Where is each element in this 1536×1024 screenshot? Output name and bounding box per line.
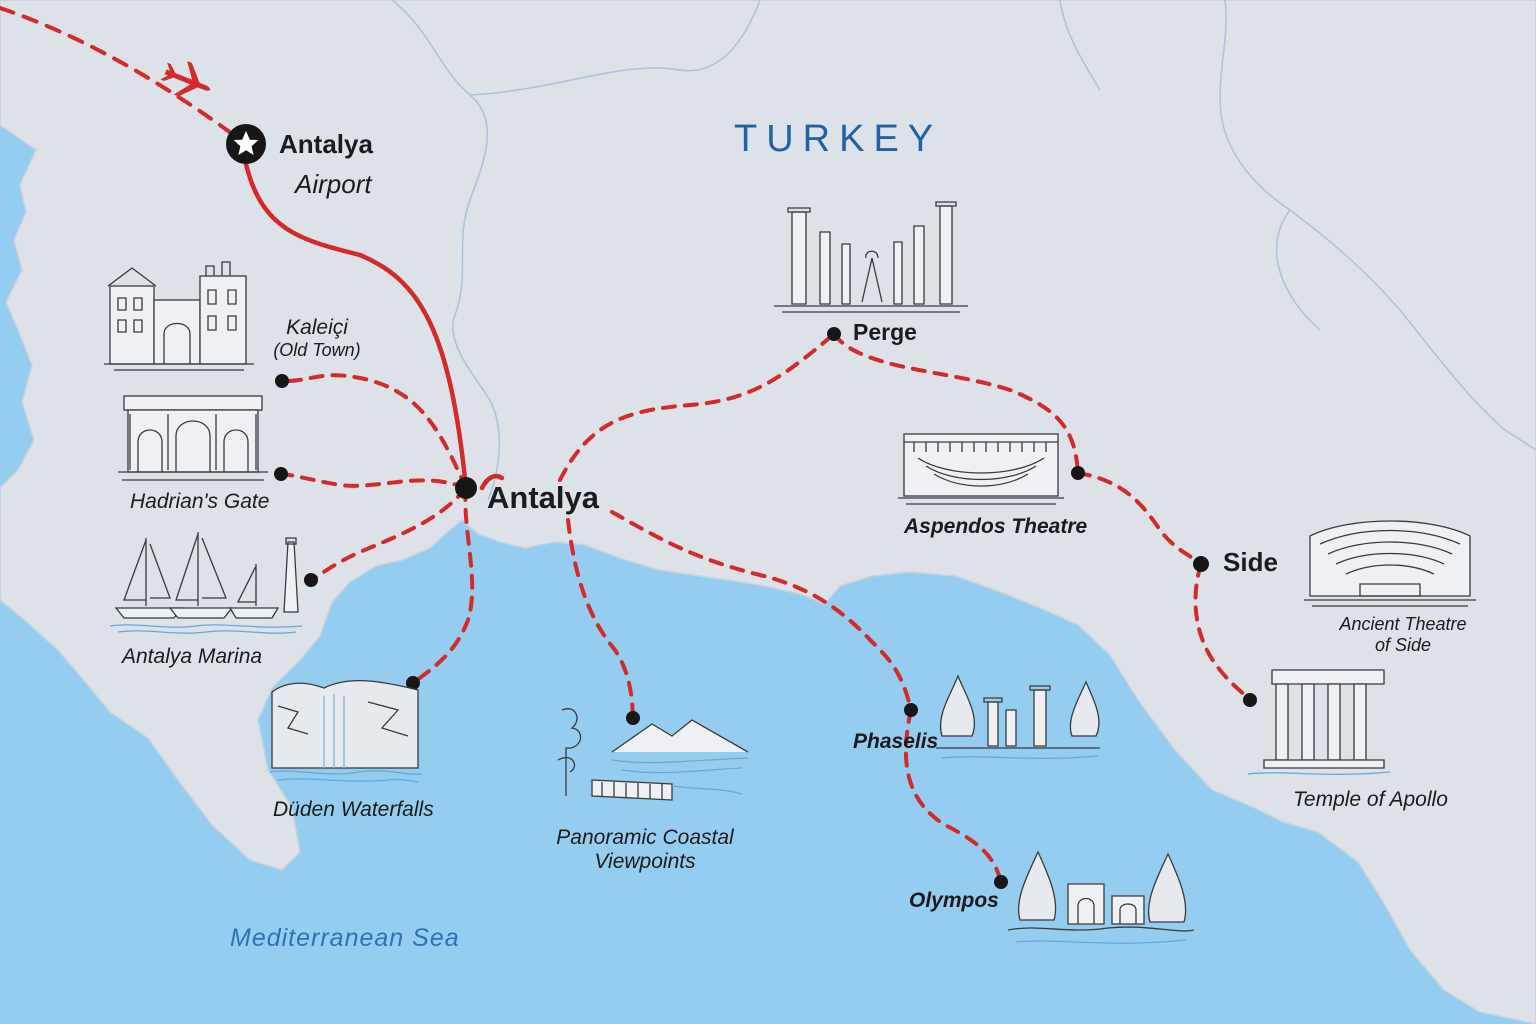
panoramic-name: Panoramic Coastal bbox=[556, 826, 734, 849]
kaleici-sub: (Old Town) bbox=[273, 340, 361, 361]
point-apollo bbox=[1243, 693, 1257, 707]
point-marina bbox=[304, 573, 318, 587]
country-label: TURKEY bbox=[734, 118, 943, 160]
location-points bbox=[274, 327, 1257, 889]
airport-sub-label: Airport bbox=[295, 169, 372, 199]
sea-label: Mediterranean Sea bbox=[230, 924, 460, 952]
routes bbox=[243, 161, 1252, 884]
side-theatre-label: Ancient Theatre of Side bbox=[1318, 614, 1488, 655]
kaleici-label: Kaleiçi (Old Town) bbox=[262, 316, 372, 361]
airport-name-label: Antalya bbox=[279, 129, 373, 159]
route-hub-phaselis bbox=[610, 510, 913, 712]
forest-column-ruins-icon bbox=[936, 674, 1100, 759]
route-hub-duden bbox=[411, 486, 475, 685]
kaleici-name: Kaleiçi bbox=[286, 316, 348, 339]
route-hub-kaleici bbox=[280, 373, 468, 490]
point-phaselis bbox=[904, 703, 918, 717]
route-aspendos-side bbox=[1076, 471, 1203, 566]
route-perge-aspendos bbox=[832, 332, 1080, 475]
point-kaleici bbox=[275, 374, 289, 388]
point-panoramic bbox=[626, 711, 640, 725]
point-aspendos bbox=[1071, 466, 1085, 480]
route-side-apollo bbox=[1193, 562, 1252, 702]
point-duden bbox=[406, 676, 420, 690]
point-perge bbox=[827, 327, 841, 341]
roman-theatre-icon bbox=[898, 433, 1064, 505]
sailboats-lighthouse-icon bbox=[109, 532, 303, 634]
star-airport-icon bbox=[226, 124, 266, 164]
point-olympos bbox=[994, 875, 1008, 889]
aspendos-label: Aspendos Theatre bbox=[904, 515, 1088, 538]
panoramic-label: Panoramic Coastal Viewpoints bbox=[540, 826, 750, 874]
forest-stone-ruins-icon bbox=[1008, 850, 1194, 944]
temple-columns-icon bbox=[1247, 669, 1391, 775]
panoramic-name2: Viewpoints bbox=[594, 850, 696, 874]
route-hub-hadrian bbox=[279, 472, 468, 490]
point-hadrians-gate bbox=[274, 467, 288, 481]
triple-arch-gate-icon bbox=[118, 395, 268, 481]
side-theatre-name: Ancient Theatre bbox=[1339, 614, 1467, 634]
point-side bbox=[1193, 556, 1209, 572]
colonnaded-street-ruins-icon bbox=[774, 201, 968, 313]
perge-label: Perge bbox=[853, 319, 917, 345]
coastal-viewpoint-icon bbox=[557, 708, 748, 801]
airplane-icon bbox=[160, 61, 211, 97]
ancient-amphitheatre-icon bbox=[1304, 520, 1476, 607]
route-airport-hub bbox=[243, 161, 469, 491]
waterfall-cliff-icon bbox=[269, 679, 423, 783]
route-hub-perge bbox=[558, 332, 836, 482]
rivers bbox=[391, 0, 1536, 501]
apollo-label: Temple of Apollo bbox=[1293, 788, 1448, 811]
duden-label: Düden Waterfalls bbox=[273, 798, 434, 821]
side-theatre-name2: of Side bbox=[1374, 634, 1432, 655]
flight-path bbox=[0, 6, 248, 146]
phaselis-label: Phaselis bbox=[853, 730, 939, 753]
side-label: Side bbox=[1223, 547, 1278, 577]
point-hub bbox=[455, 477, 477, 499]
hadrians-gate-label: Hadrian's Gate bbox=[130, 490, 270, 513]
hub-label: Antalya bbox=[487, 480, 599, 515]
route-hub-panoramic bbox=[566, 518, 635, 720]
route-hub-marina bbox=[309, 486, 468, 582]
marina-label: Antalya Marina bbox=[122, 645, 263, 668]
old-town-buildings-icon bbox=[104, 261, 254, 371]
hub-hook bbox=[479, 473, 505, 491]
olympos-label: Olympos bbox=[909, 889, 999, 912]
